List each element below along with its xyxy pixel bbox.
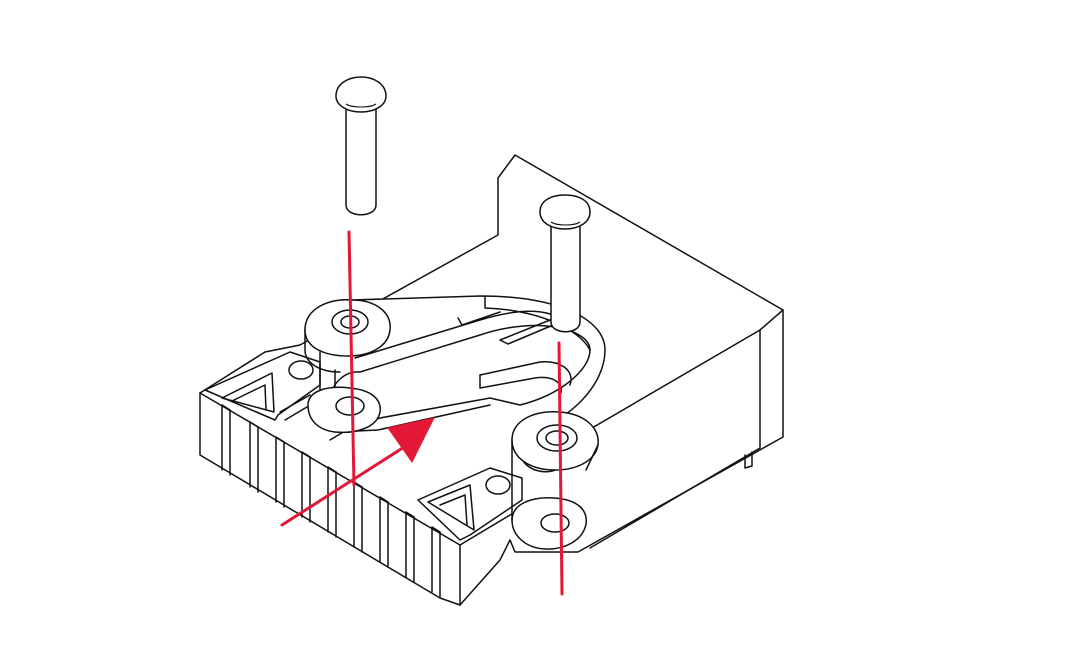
left-rivet-pin [335, 76, 387, 216]
right-rivet-pin [539, 194, 591, 333]
arrow-head [387, 417, 435, 463]
guides [280, 230, 564, 596]
left-pin-guide-line [347, 230, 356, 487]
right-rivet-head [539, 194, 591, 230]
ribbed-front-face [199, 392, 516, 606]
u-shaped-clamp-slot [304, 295, 606, 550]
left-rivet-head [335, 76, 387, 113]
right-pin-guide-line [557, 341, 564, 596]
base-right-foot [744, 451, 753, 469]
base-right-wall [579, 309, 784, 549]
right-triangle-boss [417, 467, 523, 541]
insert-direction-arrow [280, 417, 435, 527]
